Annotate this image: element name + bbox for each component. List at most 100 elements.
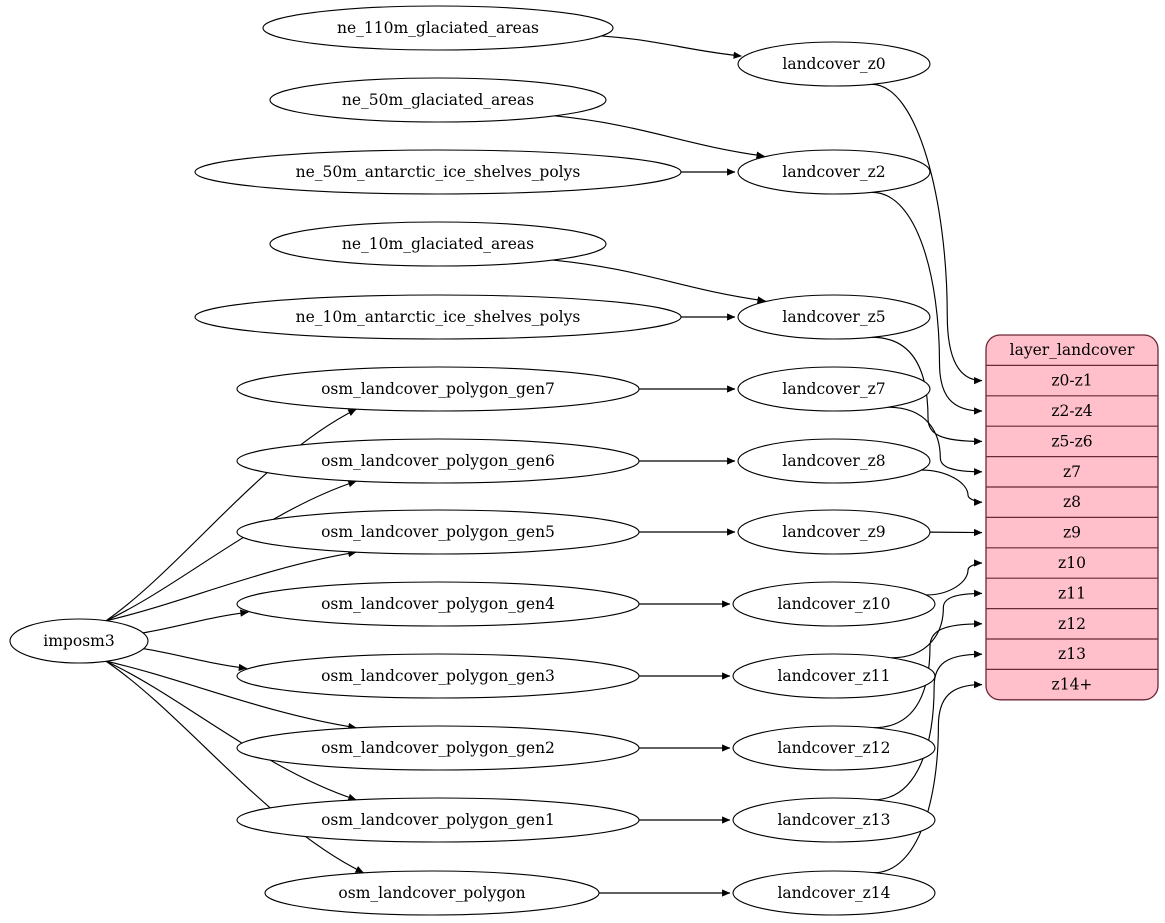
table-row-z9[interactable]: z9	[986, 516, 1158, 542]
node-osm_landcover_polygon_gen3[interactable]: osm_landcover_polygon_gen3	[236, 653, 640, 699]
node-label: osm_landcover_polygon_gen4	[321, 595, 555, 613]
node-shape	[732, 797, 936, 843]
node-osm_landcover_polygon_gen7[interactable]: osm_landcover_polygon_gen7	[236, 366, 640, 412]
node-shape	[236, 366, 640, 412]
node-landcover_z2[interactable]: landcover_z2	[737, 149, 931, 195]
node-landcover_z5[interactable]: landcover_z5	[737, 294, 931, 340]
node-shape	[732, 653, 936, 699]
table-row-z14+[interactable]: z14+	[986, 668, 1158, 694]
node-ne_10m_antarctic_ice_shelves_polys[interactable]: ne_10m_antarctic_ice_shelves_polys	[194, 294, 682, 340]
node-landcover_z13[interactable]: landcover_z13	[732, 797, 936, 843]
node-label: osm_landcover_polygon_gen7	[321, 380, 555, 398]
node-label: ne_10m_antarctic_ice_shelves_polys	[296, 308, 581, 326]
table-row-z13[interactable]: z13	[986, 638, 1158, 663]
node-shape	[732, 870, 936, 916]
edge-imposm3-to-osm_landcover_polygon_gen3	[143, 648, 248, 672]
edge-ne_50m_glaciated_areas-to-landcover_z2	[554, 115, 765, 159]
edge-ne_10m_glaciated_areas-to-landcover_z5	[552, 259, 766, 304]
table-cell-label: z7	[1063, 463, 1081, 481]
table-row-z8[interactable]: z8	[986, 486, 1158, 511]
table-row-z5-z6[interactable]: z5-z6	[986, 425, 1158, 450]
table-row-z11[interactable]: z11	[986, 577, 1158, 602]
node-imposm3[interactable]: imposm3	[9, 618, 149, 664]
table-row-z12[interactable]: z12	[986, 607, 1158, 633]
edge-ne_110m_glaciated_areas-to-landcover_z0	[601, 35, 742, 59]
node-label: landcover_z8	[782, 452, 885, 470]
nodes-layer: ne_110m_glaciated_areas ne_50m_glaciated_…	[9, 5, 936, 916]
node-osm_landcover_polygon_gen4[interactable]: osm_landcover_polygon_gen4	[236, 581, 640, 627]
node-shape	[236, 509, 640, 555]
node-label: landcover_z10	[777, 595, 890, 613]
edge-imposm3-to-osm_landcover_polygon_gen5	[105, 549, 357, 622]
node-landcover_z12[interactable]: landcover_z12	[732, 725, 936, 771]
node-landcover_z10[interactable]: landcover_z10	[732, 581, 936, 627]
node-label: ne_50m_antarctic_ice_shelves_polys	[296, 163, 581, 181]
table-row-z7[interactable]: z7	[986, 456, 1158, 481]
node-label: ne_110m_glaciated_areas	[337, 19, 539, 37]
node-osm_landcover_polygon_gen5[interactable]: osm_landcover_polygon_gen5	[236, 509, 640, 555]
table-cell-label: z10	[1058, 554, 1086, 572]
table-row-z0-z1[interactable]: z0-z1	[986, 364, 1158, 390]
node-shape	[269, 221, 607, 267]
edge-landcover_z5-to-z5-z6	[871, 336, 983, 446]
node-label: landcover_z0	[782, 55, 885, 73]
node-shape	[737, 438, 931, 484]
node-landcover_z11[interactable]: landcover_z11	[732, 653, 936, 699]
node-shape	[236, 653, 640, 699]
node-osm_landcover_polygon_gen2[interactable]: osm_landcover_polygon_gen2	[236, 725, 640, 771]
edge-imposm3-to-osm_landcover_polygon_gen4	[143, 609, 249, 634]
edge-landcover_z12-to-z12	[873, 620, 983, 729]
node-shape	[737, 509, 931, 555]
node-label: landcover_z13	[777, 811, 890, 829]
edge-landcover_z8-to-z8	[921, 469, 983, 506]
node-shape	[737, 41, 931, 87]
node-label: imposm3	[43, 632, 114, 650]
node-shape	[194, 149, 682, 195]
table-cell-label: z13	[1058, 645, 1086, 663]
node-label: osm_landcover_polygon_gen2	[321, 739, 555, 757]
node-landcover_z9[interactable]: landcover_z9	[737, 509, 931, 555]
edge-landcover_z2-to-z2-z4	[871, 191, 983, 415]
node-ne_110m_glaciated_areas[interactable]: ne_110m_glaciated_areas	[262, 5, 614, 51]
edge-imposm3-to-osm_landcover_polygon_gen6	[105, 480, 357, 622]
node-label: landcover_z12	[777, 739, 890, 757]
node-label: ne_50m_glaciated_areas	[342, 91, 534, 109]
node-osm_landcover_polygon_gen6[interactable]: osm_landcover_polygon_gen6	[236, 438, 640, 484]
node-shape	[236, 797, 640, 843]
table-cell-label: z12	[1058, 615, 1086, 633]
node-label: landcover_z9	[782, 523, 885, 541]
node-ne_50m_antarctic_ice_shelves_polys[interactable]: ne_50m_antarctic_ice_shelves_polys	[194, 149, 682, 195]
node-shape	[236, 725, 640, 771]
node-osm_landcover_polygon[interactable]: osm_landcover_polygon	[264, 870, 600, 916]
node-shape	[737, 294, 931, 340]
node-landcover_z8[interactable]: landcover_z8	[737, 438, 931, 484]
node-label: ne_10m_glaciated_areas	[342, 235, 534, 253]
table-row-z2-z4[interactable]: z2-z4	[986, 395, 1158, 420]
node-shape	[9, 618, 149, 664]
edge-imposm3-to-osm_landcover_polygon_gen7	[105, 408, 357, 622]
node-shape	[194, 294, 682, 340]
edge-landcover_z10-to-z10	[926, 559, 983, 596]
node-label: landcover_z14	[777, 884, 890, 902]
node-shape	[236, 581, 640, 627]
node-shape	[737, 149, 931, 195]
table-cell-label: z14+	[1052, 676, 1093, 694]
node-landcover_z0[interactable]: landcover_z0	[737, 41, 931, 87]
edge-landcover_z0-to-z0-z1	[871, 83, 983, 385]
edge-landcover_z11-to-z11	[890, 589, 983, 659]
node-osm_landcover_polygon_gen1[interactable]: osm_landcover_polygon_gen1	[236, 797, 640, 843]
node-shape	[269, 77, 607, 123]
node-landcover_z14[interactable]: landcover_z14	[732, 870, 936, 916]
node-label: landcover_z11	[777, 667, 890, 685]
edge-landcover_z7-to-z7	[887, 406, 983, 476]
table-cell-label: z0-z1	[1051, 372, 1092, 390]
table-row-z10[interactable]: z10	[986, 547, 1158, 572]
node-landcover_z7[interactable]: landcover_z7	[737, 366, 931, 412]
node-ne_10m_glaciated_areas[interactable]: ne_10m_glaciated_areas	[269, 221, 607, 267]
layer-landcover-table: layer_landcoverz0-z1z2-z4z5-z6z7z8z9z10z…	[985, 334, 1159, 701]
node-shape	[732, 725, 936, 771]
table-cell-label: z8	[1063, 493, 1081, 511]
node-ne_50m_glaciated_areas[interactable]: ne_50m_glaciated_areas	[269, 77, 607, 123]
